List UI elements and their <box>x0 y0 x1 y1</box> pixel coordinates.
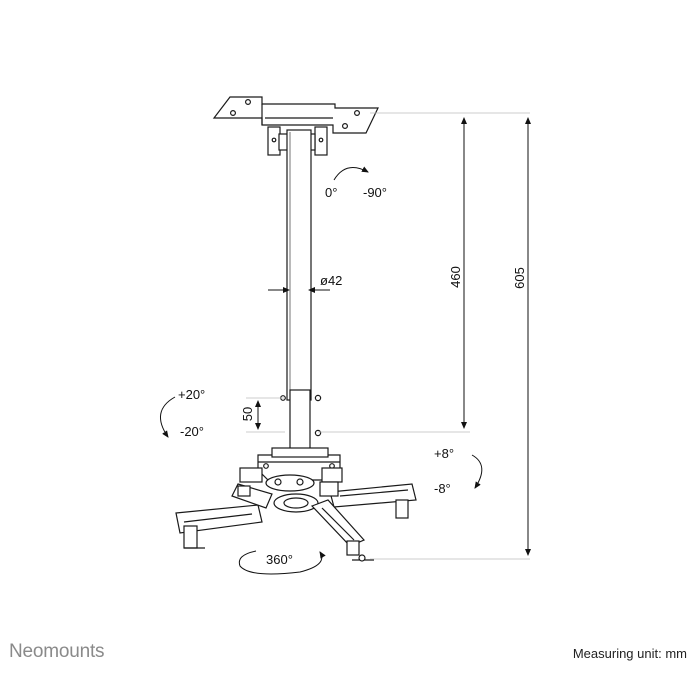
dimension-lines <box>246 112 530 560</box>
label-swivel-down: -8° <box>434 481 451 496</box>
extension-pole <box>286 129 312 401</box>
measuring-unit-note: Measuring unit: mm <box>572 646 687 661</box>
ceiling-plate <box>212 96 379 156</box>
label-rot-zero: 0° <box>325 185 337 200</box>
dimension-arrows <box>255 117 531 556</box>
label-rotate-360: 360° <box>266 552 293 567</box>
label-swivel-up: +8° <box>434 446 454 461</box>
label-rot-neg90: -90° <box>363 185 387 200</box>
label-tilt-down: -20° <box>180 424 204 439</box>
dimension-labels: 0° -90° ø42 460 605 50 +20° -20° +8° -8°… <box>178 185 527 567</box>
label-tilt-up: +20° <box>178 387 205 402</box>
tilt-head <box>239 447 343 492</box>
projector-bracket <box>175 481 417 562</box>
label-height-460: 460 <box>448 266 463 288</box>
rotation-arrows <box>160 166 483 575</box>
inner-pole <box>280 389 322 451</box>
label-adjust-50: 50 <box>240 407 255 421</box>
brand-logo: Neomounts <box>9 641 105 662</box>
label-diameter: ø42 <box>320 273 342 288</box>
label-height-605: 605 <box>512 267 527 289</box>
